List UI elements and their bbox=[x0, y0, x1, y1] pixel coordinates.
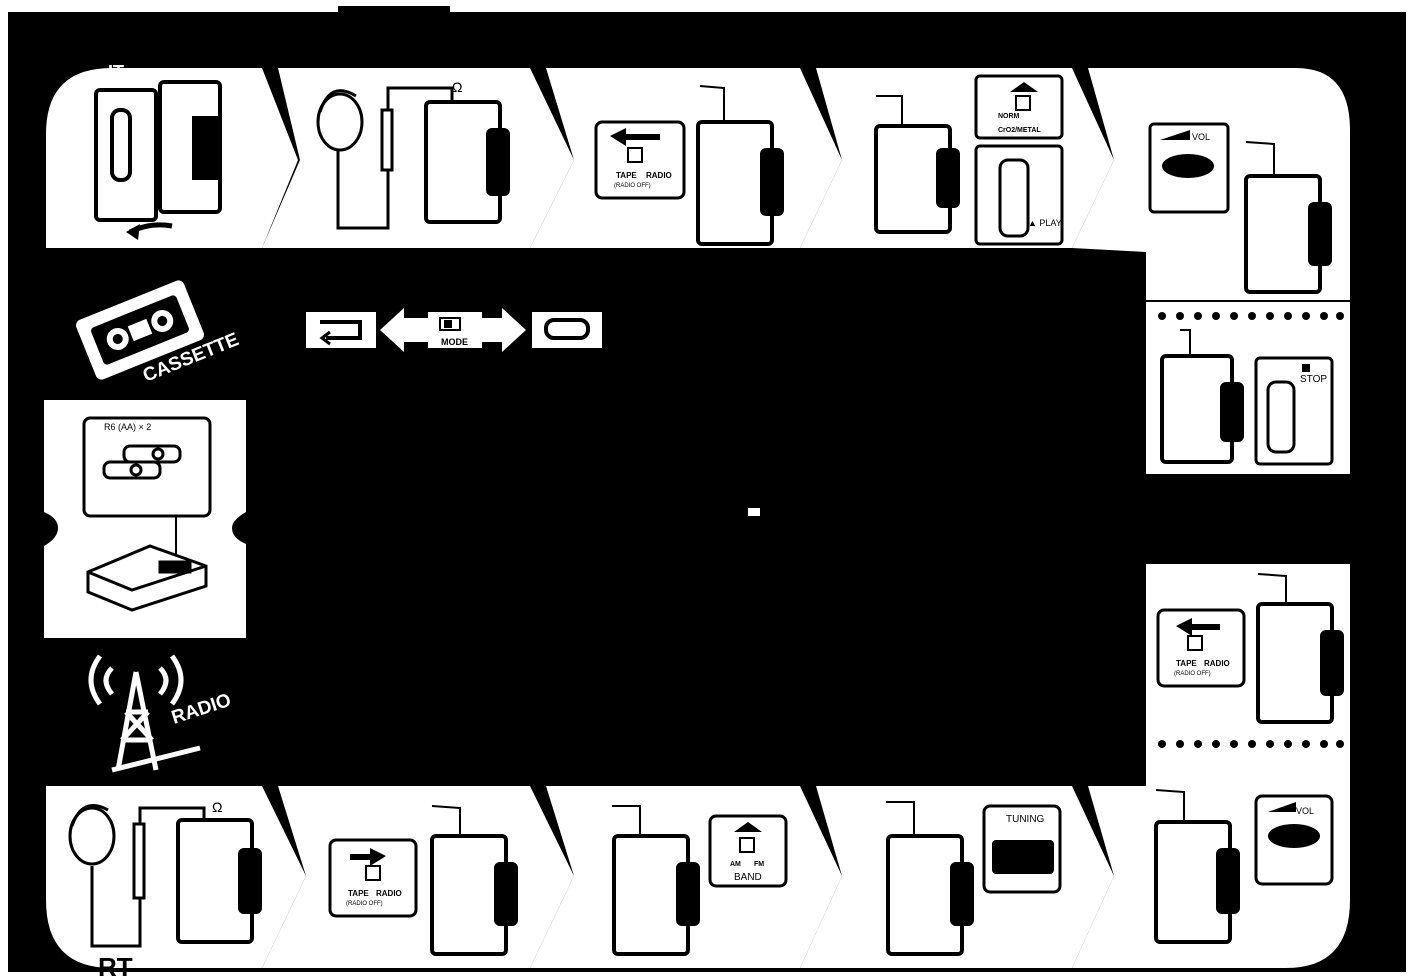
player-icon bbox=[94, 80, 222, 222]
auto-reverse-icon bbox=[532, 312, 602, 348]
headphone-symbol-bottom: Ω bbox=[212, 799, 222, 815]
radio-switch-label-bottom: RADIO bbox=[376, 889, 402, 898]
norm-label: NORM bbox=[998, 113, 1020, 120]
radio-off-label-top: (RADIO OFF) bbox=[614, 183, 651, 189]
am-label: AM bbox=[730, 861, 741, 868]
play-label: ▲ PLAY bbox=[1028, 218, 1062, 228]
radio-switch-label-right: RADIO bbox=[1204, 659, 1230, 668]
dotted-separator-bottom bbox=[1158, 740, 1344, 748]
radio-switch-label-top: RADIO bbox=[646, 171, 672, 180]
center-small-mark bbox=[748, 508, 760, 516]
center-panel bbox=[246, 254, 1144, 786]
bottom-step-2-panel bbox=[262, 786, 574, 968]
top-step-3-panel bbox=[530, 68, 842, 248]
crom-metal-label: CrO2/METAL bbox=[998, 127, 1041, 134]
tuning-label: TUNING bbox=[1006, 814, 1045, 825]
fm-label: FM bbox=[754, 861, 764, 868]
tape-label-right: TAPE bbox=[1176, 659, 1197, 668]
tape-label-top: TAPE bbox=[616, 171, 637, 180]
left-arrow bbox=[380, 308, 428, 352]
radio-off-label-right: (RADIO OFF) bbox=[1174, 671, 1211, 677]
vol-label-bottom: VOL bbox=[1296, 806, 1314, 816]
vol-label-top: VOL bbox=[1192, 132, 1210, 142]
corner-text-bottom: RT bbox=[98, 952, 133, 976]
one-way-play-icon bbox=[306, 312, 376, 348]
mode-label: MODE bbox=[441, 337, 468, 347]
mode-diagram: MODE bbox=[306, 308, 602, 352]
corner-text-top: ΙΤ bbox=[108, 62, 124, 82]
tape-label-bottom: TAPE bbox=[348, 889, 369, 898]
battery-icon bbox=[102, 444, 182, 480]
headphones-icon bbox=[316, 86, 454, 230]
battery-label: R6 (AA) × 2 bbox=[104, 422, 151, 432]
band-label: BAND bbox=[734, 872, 762, 883]
top-step-2-panel bbox=[262, 68, 574, 248]
cassette-icon bbox=[76, 280, 204, 380]
headphone-symbol: Ω bbox=[452, 79, 462, 95]
radio-off-label-bottom: (RADIO OFF) bbox=[346, 901, 383, 907]
right-arrow bbox=[482, 308, 526, 352]
dotted-separator-top bbox=[1158, 312, 1344, 320]
stop-label: STOP bbox=[1300, 374, 1327, 385]
radio-tower-icon bbox=[88, 654, 201, 773]
